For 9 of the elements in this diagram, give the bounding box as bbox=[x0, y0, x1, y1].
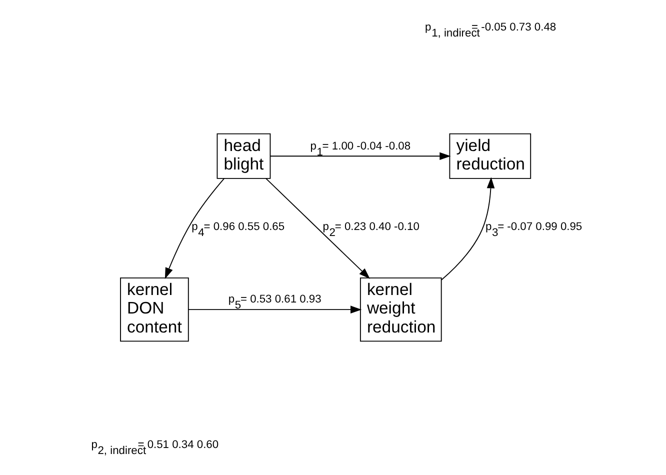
arrow bbox=[188, 306, 362, 314]
node-box: kernel DON content bbox=[120, 277, 189, 342]
arrow bbox=[164, 178, 225, 279]
arrow bbox=[270, 152, 451, 160]
node-box: head blight bbox=[216, 133, 271, 179]
arrow bbox=[441, 177, 495, 280]
node-box: yield reduction bbox=[449, 133, 532, 179]
node-box: kernel weight reduction bbox=[360, 277, 442, 342]
arrow bbox=[265, 178, 370, 279]
